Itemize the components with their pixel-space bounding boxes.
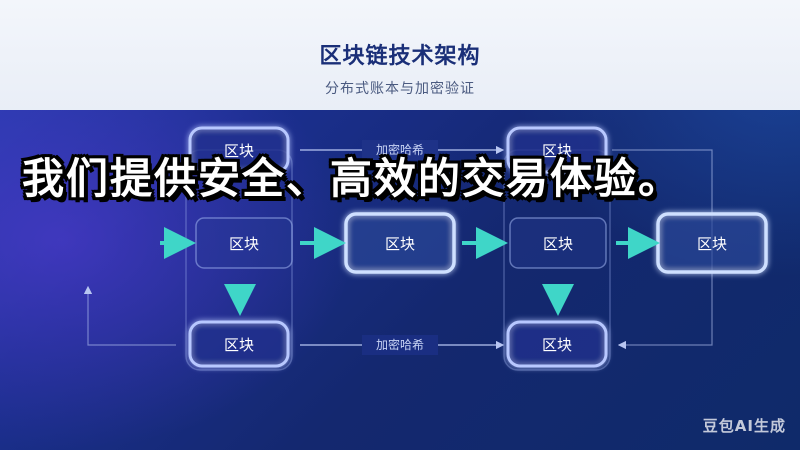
left-return-line [83, 285, 176, 346]
node-bottom-left-label: 区块 [224, 336, 254, 354]
node-top-left-label: 区块 [224, 142, 254, 160]
edge-label-top: 加密哈希 [376, 142, 424, 157]
node-mid-1 [195, 217, 293, 269]
title-bar: 区块链技术架构 分布式账本与加密验证 [0, 0, 800, 110]
node-mid-1-label: 区块 [229, 235, 259, 253]
node-mid-3 [509, 217, 607, 269]
page-subtitle: 分布式账本与加密验证 [325, 81, 475, 97]
page-title: 区块链技术架构 [319, 44, 481, 69]
overlay-caption: 我们提供安全、高效的交易体验。 [22, 154, 683, 203]
node-bottom-left [188, 320, 290, 368]
ai-watermark: 豆包AI生成 [702, 417, 786, 435]
node-top-right-label: 区块 [542, 142, 572, 160]
node-mid-3-label: 区块 [543, 235, 573, 253]
node-top-left [188, 126, 290, 174]
node-bottom-right [506, 320, 608, 368]
node-bottom-right-label: 区块 [542, 336, 572, 354]
node-mid-2-label: 区块 [385, 235, 415, 253]
node-mid-4-label: 区块 [697, 235, 727, 253]
edge-label-bottom: 加密哈希 [376, 337, 424, 352]
node-top-right [506, 126, 608, 174]
node-mid-2 [344, 212, 456, 274]
